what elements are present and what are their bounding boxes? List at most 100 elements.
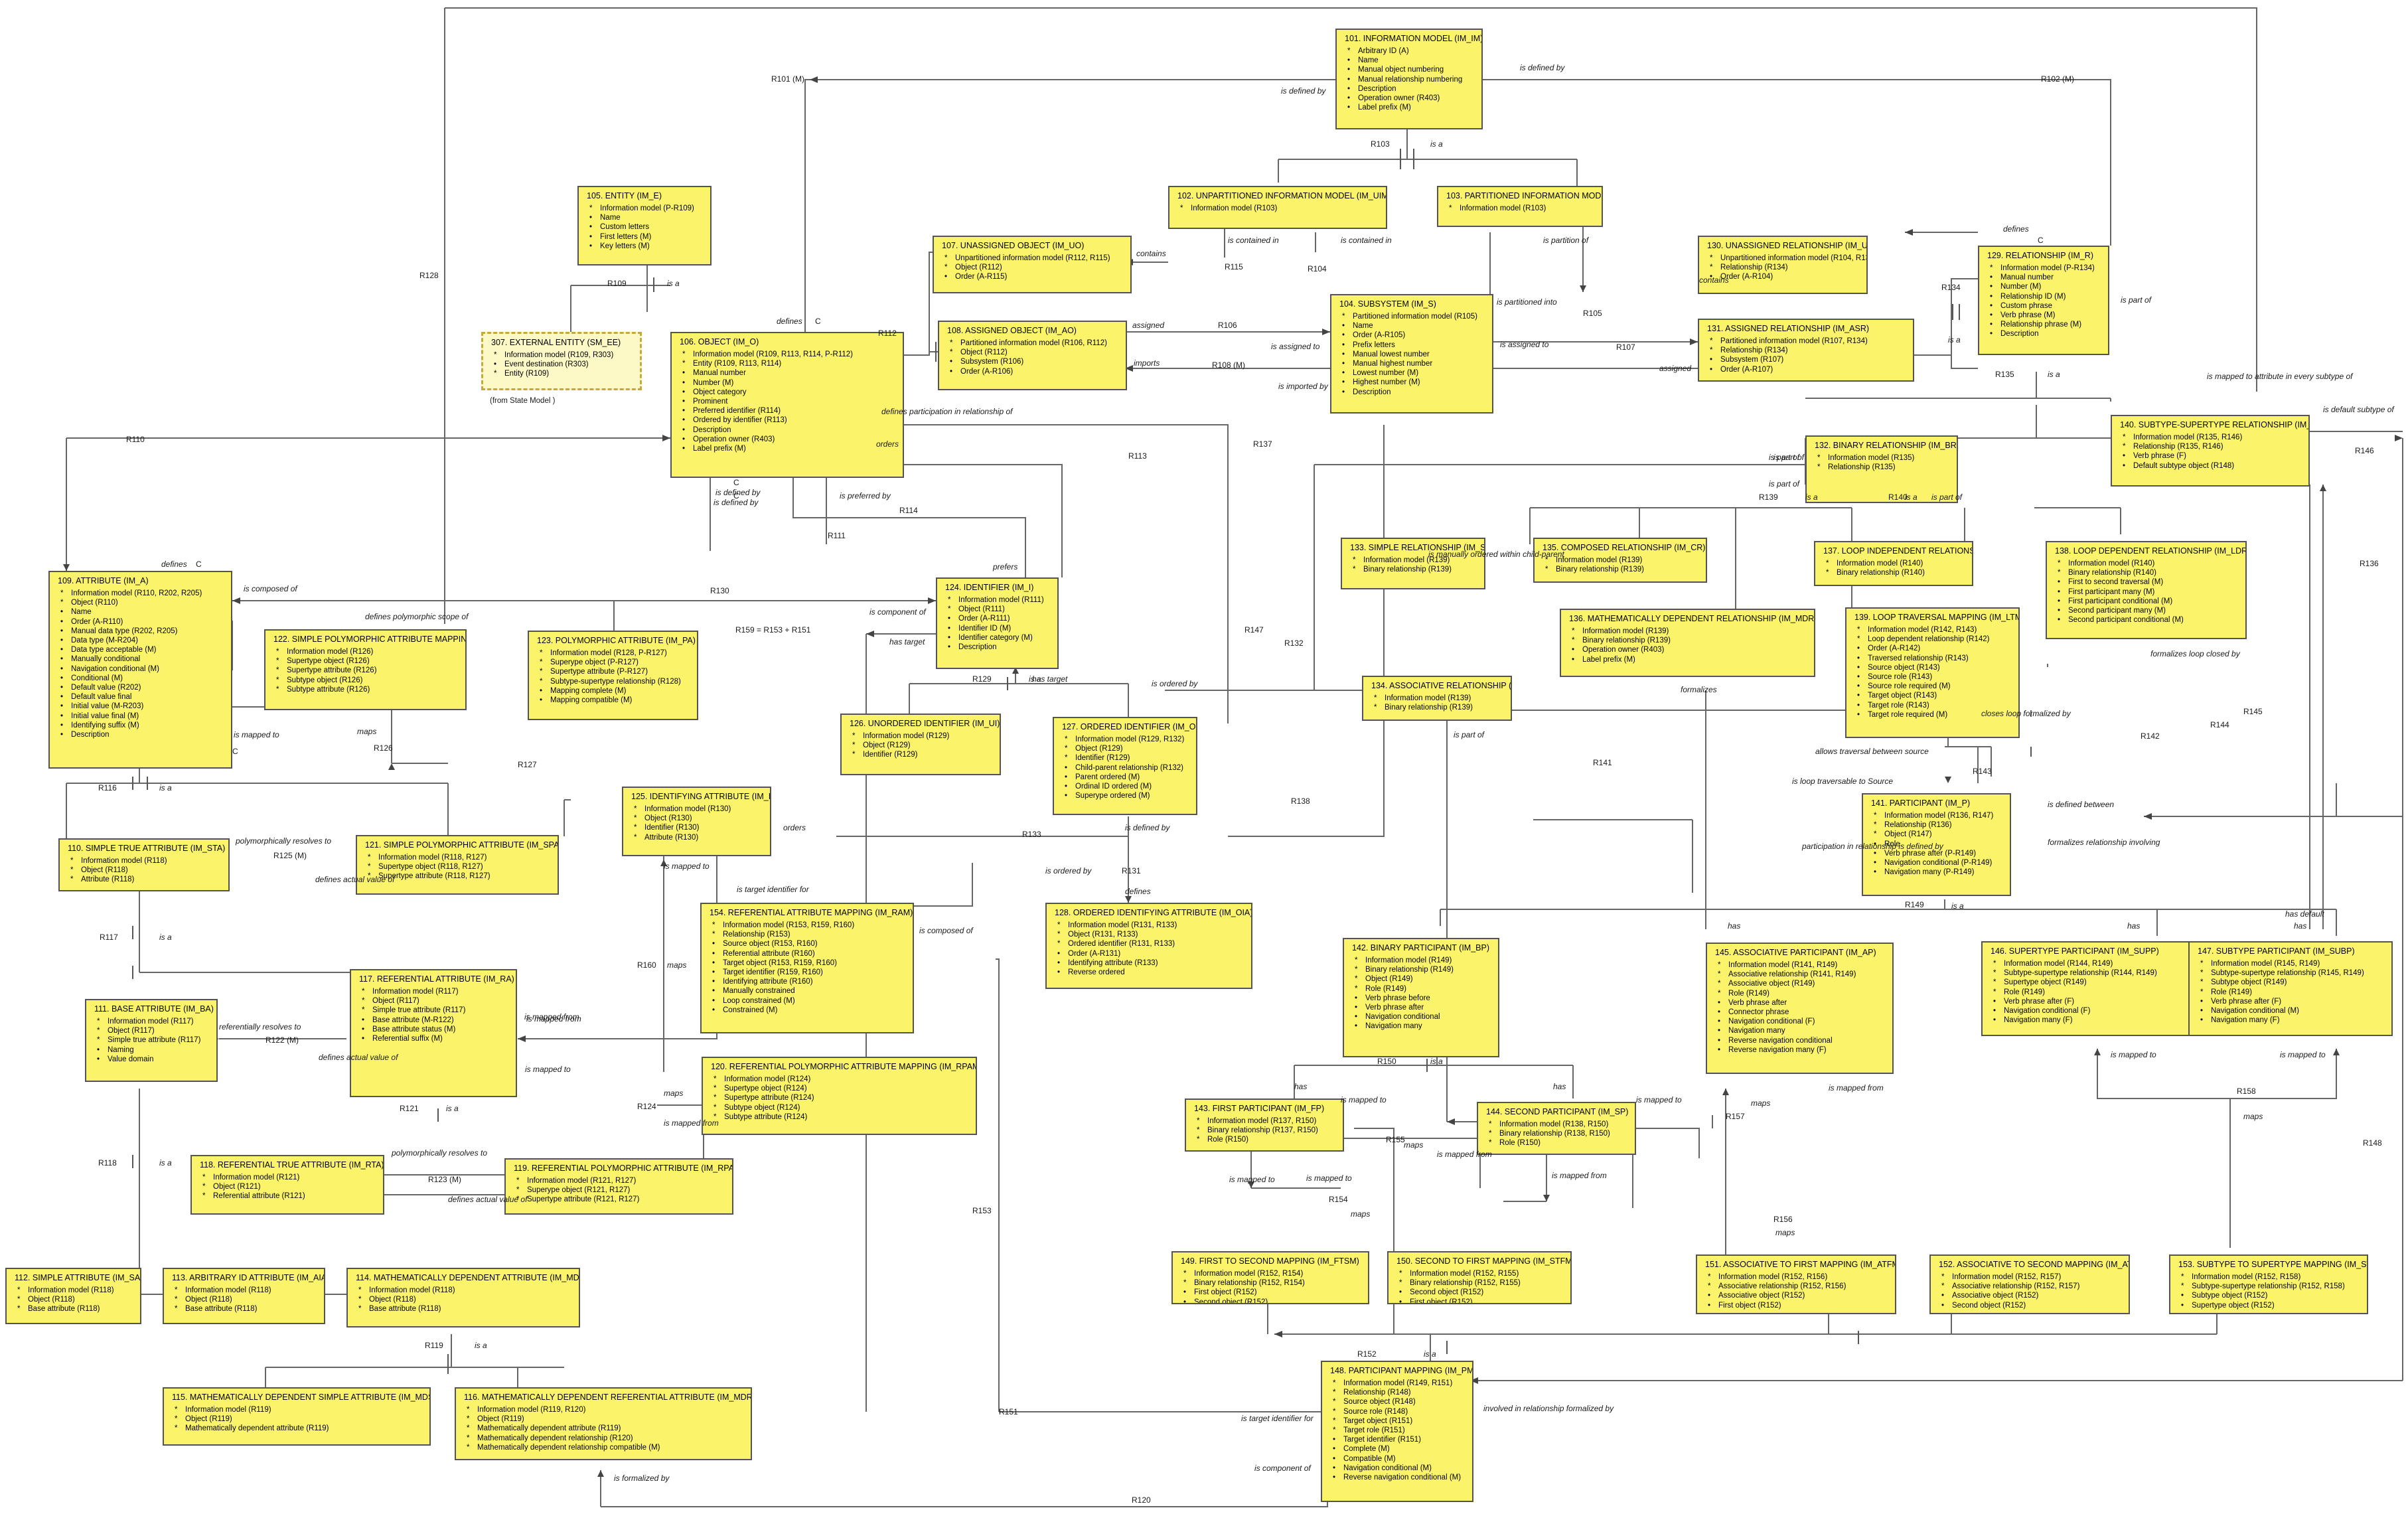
attribute-text: Associative object (R152) [1952, 1292, 2039, 1300]
attribute-text: Relationship (R134) [1720, 346, 1788, 355]
entity-box[interactable]: 141. PARTICIPANT (IM_P)*Information mode… [1862, 793, 2011, 896]
entity-box[interactable]: 108. ASSIGNED OBJECT (IM_AO)*Partitioned… [938, 321, 1127, 390]
entity-box[interactable]: 120. REFERENTIAL POLYMORPHIC ATTRIBUTE M… [702, 1057, 977, 1135]
attribute-row: •Verb phrase after [1715, 998, 1887, 1008]
entity-box[interactable]: 113. ARBITRARY ID ATTRIBUTE (IM_AIA)*Inf… [163, 1268, 325, 1324]
entity-box[interactable]: 125. IDENTIFYING ATTRIBUTE (IM_IA)*Infor… [622, 787, 771, 856]
entity-box[interactable]: 151. ASSOCIATIVE TO FIRST MAPPING (IM_AT… [1696, 1254, 1896, 1314]
relationship-number-label: R120 [1132, 1495, 1151, 1505]
entity-box[interactable]: 140. SUBTYPE-SUPERTYPE RELATIONSHIP (IM_… [2111, 415, 2310, 487]
attribute-row: •Description [1345, 84, 1476, 94]
attribute-marker: • [1183, 1298, 1187, 1304]
entity-box[interactable]: 114. MATHEMATICALLY DEPENDENT ATTRIBUTE … [346, 1268, 580, 1327]
attribute-marker: • [1993, 1007, 1996, 1016]
entity-box[interactable]: 149. FIRST TO SECOND MAPPING (IM_FTSM)*I… [1171, 1251, 1369, 1304]
attribute-text: Name [600, 214, 621, 222]
entity-box[interactable]: 122. SIMPLE POLYMORPHIC ATTRIBUTE MAPPIN… [264, 629, 467, 710]
entity-box[interactable]: 133. SIMPLE RELATIONSHIP (IM_SR)*Informa… [1341, 538, 1485, 589]
attribute-row: •Description [1339, 388, 1487, 397]
attribute-marker: • [1057, 968, 1061, 977]
attribute-row: *Supertype attribute (R126) [273, 666, 460, 675]
attribute-text: Information model (R103) [1460, 204, 1546, 212]
entity-title: 108. ASSIGNED OBJECT (IM_AO) [947, 326, 1077, 335]
entity-box[interactable]: 116. MATHEMATICALLY DEPENDENT REFERENTIA… [455, 1387, 752, 1460]
entity-box[interactable]: 142. BINARY PARTICIPANT (IM_BP)*Informat… [1343, 938, 1499, 1057]
attribute-marker: * [1355, 966, 1358, 974]
entity-box[interactable]: 105. ENTITY (IM_E)*Information model (P-… [577, 186, 712, 265]
entity-box[interactable]: 130. UNASSIGNED RELATIONSHIP (IM_UR)*Unp… [1698, 236, 1868, 294]
attribute-marker: • [1708, 1292, 1711, 1300]
entity-box[interactable]: 128. ORDERED IDENTIFYING ATTRIBUTE (IM_O… [1045, 903, 1252, 989]
entity-box[interactable]: 104. SUBSYSTEM (IM_S)*Partitioned inform… [1330, 294, 1493, 414]
attribute-row: *Information model (R124) [711, 1075, 970, 1084]
entity-box[interactable]: 138. LOOP DEPENDENT RELATIONSHIP (IM_LDR… [2046, 541, 2247, 639]
entity-box[interactable]: 144. SECOND PARTICIPANT (IM_SP)*Informat… [1477, 1102, 1636, 1155]
attribute-text: Information model (R149, R151) [1343, 1379, 1453, 1387]
entity-box[interactable]: 115. MATHEMATICALLY DEPENDENT SIMPLE ATT… [163, 1387, 431, 1446]
entity-box[interactable]: 154. REFERENTIAL ATTRIBUTE MAPPING (IM_R… [700, 903, 914, 1033]
attribute-marker: • [1347, 104, 1351, 112]
attribute-marker: • [2123, 461, 2126, 470]
entity-box[interactable]: 102. UNPARTITIONED INFORMATION MODEL (IM… [1168, 186, 1387, 229]
attribute-text: Binary relationship (R152, R154) [1194, 1279, 1305, 1288]
entity-box[interactable]: 137. LOOP INDEPENDENT RELATIONSHIP (IM_L… [1814, 541, 1973, 586]
attribute-row: *Information model (R128, P-R127) [537, 648, 692, 658]
attribute-text: Information model (R135) [1828, 454, 1915, 462]
attribute-marker: * [2058, 569, 2061, 577]
entity-box[interactable]: 139. LOOP TRAVERSAL MAPPING (IM_LTM)*Inf… [1845, 607, 2020, 738]
entity-box[interactable]: 110. SIMPLE TRUE ATTRIBUTE (IM_STA)*Info… [58, 838, 230, 891]
entity-box[interactable]: 146. SUPERTYPE PARTICIPANT (IM_SUPP)*Inf… [1981, 941, 2192, 1036]
attribute-text: Information model (R152, R158) [2192, 1273, 2301, 1281]
entity-box[interactable]: 129. RELATIONSHIP (IM_R)*Information mod… [1978, 246, 2109, 355]
entity-box[interactable]: 112. SIMPLE ATTRIBUTE (IM_SA)*Informatio… [5, 1268, 141, 1324]
entity-title: 147. SUBTYPE PARTICIPANT (IM_SUBP) [2198, 947, 2355, 956]
entity-box[interactable]: 121. SIMPLE POLYMORPHIC ATTRIBUTE (IM_SP… [356, 835, 559, 895]
entity-box[interactable]: 153. SUBTYPE TO SUPERTYPE MAPPING (IM_ST… [2169, 1254, 2368, 1314]
relationship-phrase-label: is mapped to [525, 1065, 571, 1074]
attribute-marker: * [202, 1183, 206, 1191]
attribute-marker: • [1399, 1298, 1402, 1304]
entity-box[interactable]: 103. PARTITIONED INFORMATION MODEL (IM_P… [1437, 186, 1603, 227]
attribute-text: Role (R150) [1499, 1139, 1541, 1148]
entity-box[interactable]: 131. ASSIGNED RELATIONSHIP (IM_ASR)*Part… [1698, 319, 1914, 382]
entity-box[interactable]: 143. FIRST PARTICIPANT (IM_FP)*Informati… [1185, 1099, 1344, 1152]
attribute-text: Information model (R137, R150) [1207, 1117, 1317, 1125]
entity-box[interactable]: 126. UNORDERED IDENTIFIER (IM_UI)*Inform… [840, 714, 1001, 775]
entity-box[interactable]: 119. REFERENTIAL POLYMORPHIC ATTRIBUTE (… [504, 1158, 733, 1215]
entity-box[interactable]: 101. INFORMATION MODEL (IM_IM)*Arbitrary… [1335, 29, 1483, 129]
entity-box[interactable]: 118. REFERENTIAL TRUE ATTRIBUTE (IM_RTA)… [190, 1155, 384, 1215]
attribute-text: Partitioned information model (R107, R13… [1720, 337, 1868, 345]
attribute-marker: • [2058, 607, 2061, 615]
entity-box[interactable]: 148. PARTICIPANT MAPPING (IM_PM)*Informa… [1321, 1361, 1473, 1502]
attribute-marker: * [516, 1177, 520, 1185]
entity-box[interactable]: 127. ORDERED IDENTIFIER (IM_OI)*Informat… [1053, 717, 1197, 815]
entity-box[interactable]: 124. IDENTIFIER (IM_I)*Information model… [936, 577, 1059, 669]
entity-box[interactable]: 307. EXTERNAL ENTITY (SM_EE)*Information… [481, 332, 642, 390]
entity-box[interactable]: 152. ASSOCIATIVE TO SECOND MAPPING (IM_A… [1929, 1254, 2130, 1314]
attribute-text: Information model (R144, R149) [2004, 960, 2113, 968]
entity-box[interactable]: 147. SUBTYPE PARTICIPANT (IM_SUBP)*Infor… [2188, 941, 2393, 1036]
attribute-marker: • [362, 1025, 365, 1033]
attribute-marker: • [682, 407, 686, 416]
entity-box[interactable]: 123. POLYMORPHIC ATTRIBUTE (IM_PA)*Infor… [528, 631, 698, 720]
entity-box[interactable]: 136. MATHEMATICALLY DEPENDENT RELATIONSH… [1560, 609, 1815, 677]
entity-box[interactable]: 134. ASSOCIATIVE RELATIONSHIP (IM_AR)*In… [1362, 676, 1512, 721]
attribute-marker: • [1347, 66, 1351, 74]
entity-box[interactable]: 106. OBJECT (IM_O)*Information model (R1… [670, 332, 904, 478]
relationship-number-label: R108 (M) [1212, 360, 1246, 370]
entity-box[interactable]: 150. SECOND TO FIRST MAPPING (IM_STFM)*I… [1387, 1251, 1572, 1304]
entity-box[interactable]: 145. ASSOCIATIVE PARTICIPANT (IM_AP)*Inf… [1706, 943, 1894, 1074]
attribute-marker: * [2181, 1282, 2184, 1291]
entity-box[interactable]: 132. BINARY RELATIONSHIP (IM_BR)*Informa… [1805, 435, 1958, 503]
attribute-row: •Verb phrase after [1352, 1003, 1493, 1012]
attribute-text: Object (R129) [863, 741, 911, 750]
entity-box[interactable]: 111. BASE ATTRIBUTE (IM_BA)*Information … [85, 999, 218, 1082]
attribute-row: *Supertype object (R118, R127) [365, 862, 552, 872]
entity-box[interactable]: 117. REFERENTIAL ATTRIBUTE (IM_RA)*Infor… [350, 969, 517, 1097]
entity-box[interactable]: 107. UNASSIGNED OBJECT (IM_UO)*Unpartiti… [933, 236, 1132, 293]
entity-box[interactable]: 109. ATTRIBUTE (IM_A)*Information model … [48, 571, 232, 769]
entity-box[interactable]: 135. COMPOSED RELATIONSHIP (IM_CR)*Infor… [1533, 538, 1707, 583]
attribute-row: •Manual number [680, 368, 897, 378]
relationship-number-label: R130 [710, 586, 729, 595]
attribute-marker: • [1941, 1301, 1945, 1310]
